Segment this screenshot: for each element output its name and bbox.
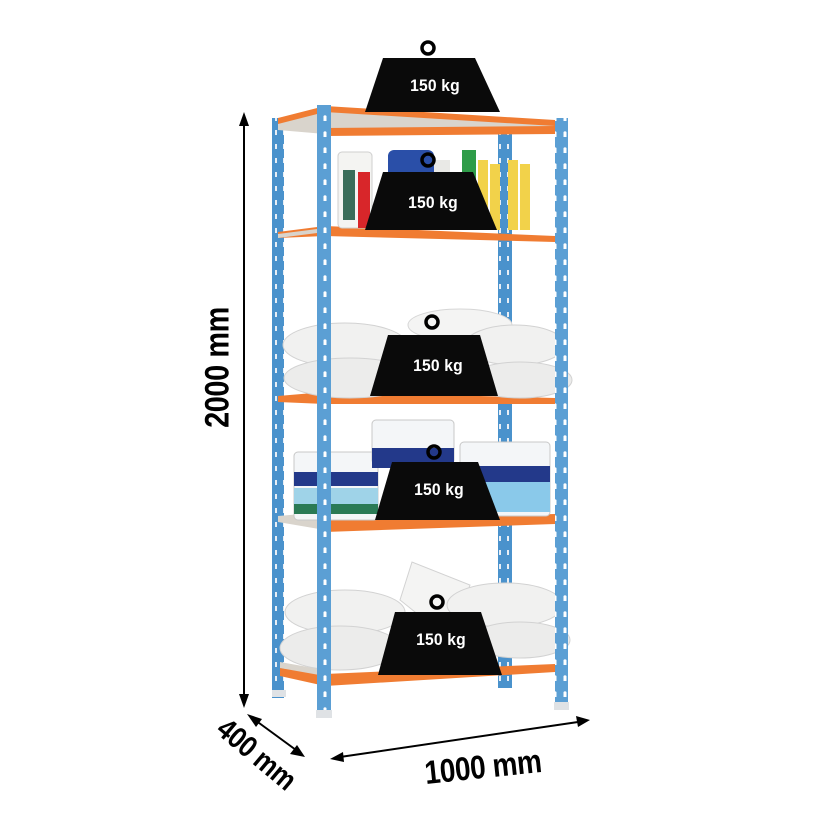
weight-1-shape	[365, 40, 500, 112]
weight-5-shape	[378, 594, 502, 675]
weight-3-shape	[370, 314, 498, 396]
back-uprights	[272, 118, 512, 698]
weights	[365, 40, 502, 675]
depth-arrow	[247, 714, 305, 757]
front-uprights	[272, 105, 569, 718]
weight-2-shape	[365, 152, 497, 230]
weight-4-shape	[375, 444, 500, 520]
weight-label-shelf-4: 150 kg	[414, 480, 464, 499]
dimension-arrows	[239, 112, 590, 762]
height-arrow	[239, 112, 249, 708]
weight-label-shelf-5: 150 kg	[416, 630, 466, 649]
weight-label-shelf-2: 150 kg	[408, 193, 458, 212]
weight-label-shelf-1: 150 kg	[410, 76, 460, 95]
width-arrow	[330, 716, 590, 762]
height-dimension-label: 2000 mm	[198, 307, 237, 428]
weight-label-shelf-3: 150 kg	[413, 356, 463, 375]
